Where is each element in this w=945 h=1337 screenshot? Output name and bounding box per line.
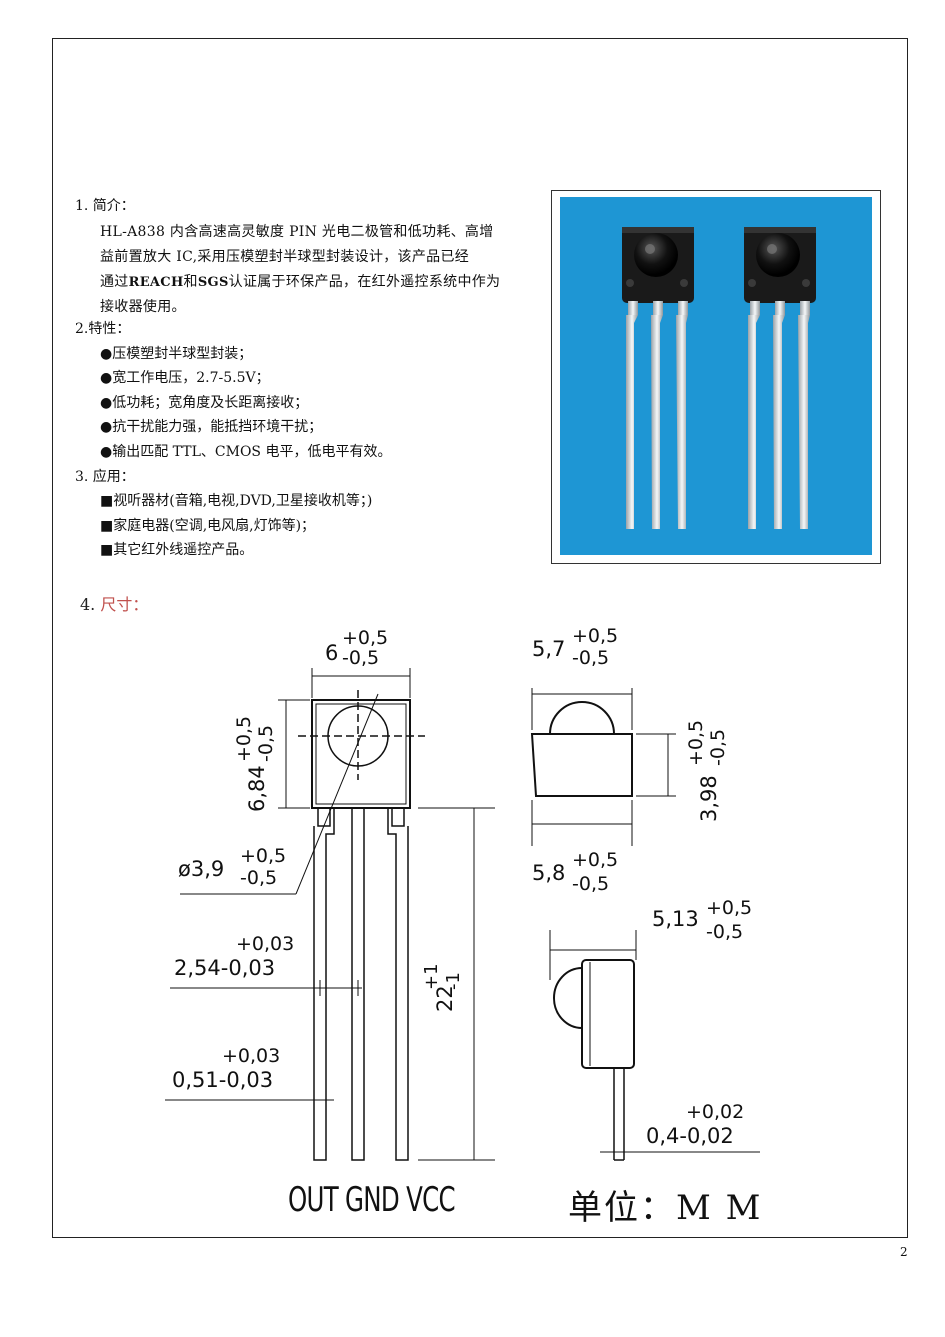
svg-text:+0,5: +0,5 — [572, 849, 618, 871]
svg-text:+0,03: +0,03 — [222, 1045, 280, 1067]
svg-text:+1: +1 — [421, 963, 442, 990]
svg-text:-0,5: -0,5 — [707, 729, 729, 766]
dim-dome-diameter: ø3,9 — [178, 857, 224, 881]
svg-text:-0,5: -0,5 — [240, 867, 277, 889]
receiver-right — [744, 227, 816, 529]
dim-side-bottom: 5,8 — [532, 861, 565, 885]
svg-text:+0,5: +0,5 — [240, 845, 286, 867]
svg-text:+0,5: +0,5 — [572, 625, 618, 647]
svg-text:+0,5: +0,5 — [685, 720, 707, 766]
page-number: 2 — [900, 1245, 908, 1259]
intro-heading: 1. 简介： — [75, 198, 135, 214]
dim-lead-thickness: 0,4-0,02 — [646, 1124, 734, 1148]
feature-item: ●压模塑封半球型封装； — [100, 346, 253, 362]
ir-receiver-illustration — [622, 227, 816, 529]
svg-text:+0,03: +0,03 — [236, 933, 294, 955]
application-item: ■其它红外线遥控产品。 — [100, 542, 254, 558]
feature-item: ●低功耗；宽角度及长距离接收； — [100, 395, 309, 411]
svg-text:-0,5: -0,5 — [342, 647, 379, 669]
sgs-mark: SGS — [197, 275, 229, 290]
product-photo-background — [560, 197, 872, 555]
dim-height: 6,84 — [245, 765, 269, 812]
unit-label: 单位：M M — [568, 1188, 763, 1228]
profile-view — [549, 930, 760, 1161]
svg-text:-0,5: -0,5 — [572, 873, 609, 895]
applications-heading: 3. 应用： — [75, 469, 135, 485]
pin-labels: OUT GND VCC — [288, 1180, 456, 1220]
svg-text:+0,02: +0,02 — [686, 1101, 744, 1123]
dim-depth: 5,13 — [652, 907, 699, 931]
intro-line-4: 接收器使用。 — [100, 299, 186, 315]
product-photo — [551, 190, 881, 564]
application-item: ■家庭电器(空调,电风扇,灯饰等)； — [100, 518, 316, 534]
page-frame — [52, 38, 908, 1238]
side-view — [530, 688, 676, 846]
svg-text:-0,5: -0,5 — [706, 921, 743, 943]
intro-line-2: 益前置放大 IC,采用压模塑封半球型封装设计，该产品已经 — [100, 249, 470, 265]
svg-text:-0,5: -0,5 — [255, 725, 277, 762]
feature-item: ●输出匹配 TTL、CMOS 电平，低电平有效。 — [100, 444, 392, 460]
intro-paragraph: HL-A838 内含高速高灵敏度 PIN 光电二极管和低功耗、高增 益前置放大 … — [100, 220, 546, 320]
feature-item: ●宽工作电压，2.7-5.5V； — [100, 370, 270, 386]
svg-text:+0,5: +0,5 — [342, 627, 388, 649]
intro-line-1: HL-A838 内含高速高灵敏度 PIN 光电二极管和低功耗、高增 — [100, 224, 494, 240]
dimension-labels: 6 +0,5 -0,5 6,84 +0,5 -0,5 ø3,9 +0,5 -0,… — [172, 625, 752, 1148]
intro-line-3: 通过REACH和SGS认证属于环保产品，在红外遥控系统中作为 — [100, 274, 501, 290]
feature-item: ●抗干扰能力强，能抵挡环境干扰； — [100, 419, 323, 435]
dim-side-top: 5,7 — [532, 637, 565, 661]
dimension-drawing: 6 +0,5 -0,5 6,84 +0,5 -0,5 ø3,9 +0,5 -0,… — [165, 625, 760, 1161]
dim-lead-length: 22 — [433, 985, 457, 1012]
dim-lead-width: 0,51-0,03 — [172, 1068, 273, 1092]
svg-text:-1: -1 — [443, 972, 464, 990]
dim-width: 6 — [325, 641, 338, 665]
svg-text:-0,5: -0,5 — [572, 647, 609, 669]
front-view — [165, 668, 495, 1161]
dim-pitch: 2,54-0,03 — [174, 956, 275, 980]
reach-mark: REACH — [128, 275, 184, 290]
application-item: ■视听器材(音箱,电视,DVD,卫星接收机等；) — [100, 493, 373, 509]
features-heading: 2.特性： — [75, 321, 131, 337]
dimensions-heading: 4. 尺寸： — [80, 595, 149, 614]
dim-side-height: 3,98 — [697, 775, 721, 822]
svg-text:+0,5: +0,5 — [233, 716, 255, 762]
svg-text:+0,5: +0,5 — [706, 897, 752, 919]
receiver-left — [622, 227, 694, 529]
